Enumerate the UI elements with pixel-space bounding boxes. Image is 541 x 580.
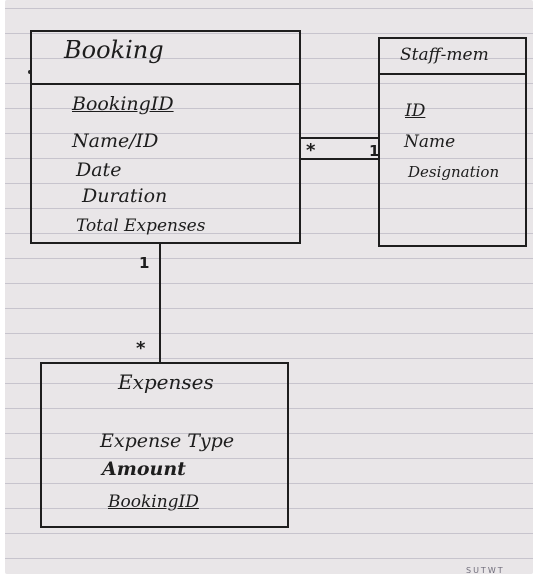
relation-booking-staff-line-bottom (301, 158, 378, 160)
expenses-title: Expenses (118, 370, 214, 394)
booking-expenses-one-marker: 1 (139, 254, 150, 272)
staff-title-divider (378, 73, 527, 75)
booking-expenses-many-marker: * (136, 338, 146, 359)
staff-title: Staff-mem (400, 45, 489, 65)
booking-entity (30, 30, 301, 244)
expenses-attr-expense-type: Expense Type (100, 430, 235, 452)
staff-entity (378, 37, 527, 247)
booking-staff-many-marker: * (306, 140, 316, 161)
staff-attr-name: Name (404, 132, 456, 152)
staff-attr-id: ID (405, 101, 426, 121)
booking-title-divider (30, 83, 301, 85)
page-footer-text: SUTWT (466, 566, 505, 575)
expenses-attr-booking-id: BookingID (108, 492, 199, 512)
relation-booking-expenses-line (159, 244, 161, 362)
booking-staff-one-marker: 1 (369, 142, 380, 160)
booking-attr-booking-id: BookingID (72, 93, 174, 115)
expenses-attr-amount: Amount (102, 458, 186, 480)
notebook-page (5, 0, 533, 574)
booking-attr-duration: Duration (82, 185, 168, 207)
staff-attr-designation: Designation (408, 163, 500, 181)
expenses-entity (40, 362, 289, 528)
booking-title: Booking (64, 36, 164, 64)
booking-attr-date: Date (76, 159, 122, 181)
booking-attr-name-id: Name/ID (72, 130, 159, 152)
booking-attr-total-expenses: Total Expenses (76, 216, 206, 236)
relation-booking-staff-line-top (301, 137, 378, 139)
